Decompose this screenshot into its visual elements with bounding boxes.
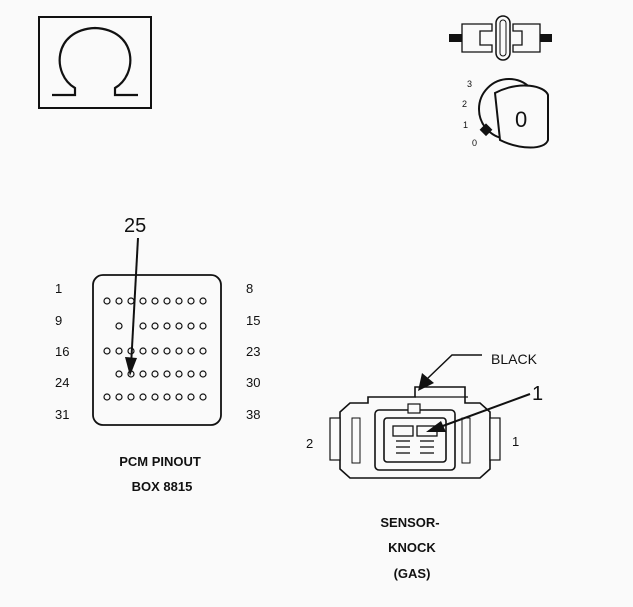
pcm-pin-hole (139, 297, 147, 305)
pcm-pin-hole (187, 297, 195, 305)
pcm-pin-hole (139, 370, 147, 378)
sensor-pin-label-right: 1 (512, 434, 519, 449)
pcm-pin-hole (103, 347, 111, 355)
pcm-row-label-right: 30 (246, 375, 260, 390)
pcm-caption-line1: PCM PINOUT (119, 454, 201, 469)
pcm-pin-hole (163, 393, 171, 401)
pcm-row-label-left: 24 (55, 375, 69, 390)
pcm-row-label-right: 23 (246, 344, 260, 359)
pcm-pin-hole (115, 322, 123, 330)
pcm-pin-hole (175, 370, 183, 378)
ignition-key-icon: 3 2 1 0 0 (462, 78, 549, 149)
pcm-row-label-right: 38 (246, 407, 260, 422)
sensor-callout-number: 1 (532, 383, 543, 405)
pcm-pin-hole (151, 322, 159, 330)
pcm-pin-hole (139, 393, 147, 401)
sensor-caption-line3: (GAS) (394, 566, 431, 581)
pcm-pin-hole (187, 347, 195, 355)
pcm-pin-hole (103, 393, 111, 401)
pcm-pin-hole (151, 297, 159, 305)
pcm-pin-hole (199, 322, 207, 330)
sensor-pin-label-left: 2 (306, 436, 313, 451)
wire-color-arrowhead (418, 373, 434, 391)
pcm-callout-arrow (130, 237, 139, 367)
key-position-3: 3 (467, 79, 472, 89)
pcm-pin-hole (151, 347, 159, 355)
key-position-0: 0 (472, 138, 477, 148)
pcm-pin-hole (199, 370, 207, 378)
pcm-pin-hole (199, 347, 207, 355)
key-label: 0 (515, 107, 527, 132)
pcm-pin-hole (175, 347, 183, 355)
pcm-row-label-left: 9 (55, 313, 62, 328)
pcm-pin-hole (151, 393, 159, 401)
pcm-pin-hole (127, 297, 135, 305)
pcm-pin-hole (199, 297, 207, 305)
jumper-fuse-icon (449, 15, 552, 61)
pcm-pin-hole (175, 322, 183, 330)
pcm-pin-hole (187, 370, 195, 378)
pcm-caption-line2: BOX 8815 (132, 479, 193, 494)
pcm-callout-arrowhead (125, 357, 137, 376)
wire-color-leader (427, 354, 482, 379)
pcm-row-label-left: 31 (55, 407, 69, 422)
pcm-pin-hole (127, 393, 135, 401)
pcm-pin-hole (187, 322, 195, 330)
pcm-pin-hole (163, 297, 171, 305)
pcm-pin-hole (187, 393, 195, 401)
pcm-pin-hole (175, 393, 183, 401)
pcm-row-label-left: 1 (55, 281, 62, 296)
pcm-pin-hole (199, 393, 207, 401)
pcm-row-label-left: 16 (55, 344, 69, 359)
pcm-connector (92, 274, 222, 426)
sensor-caption-line1: SENSOR- (380, 515, 439, 530)
key-position-2: 2 (462, 99, 467, 109)
pcm-row-label-right: 8 (246, 281, 253, 296)
pcm-pin-hole (103, 297, 111, 305)
wire-color-label: BLACK (491, 351, 538, 367)
sensor-callout-arrowhead (426, 421, 446, 432)
pcm-pin-hole (163, 370, 171, 378)
pcm-pin-hole (163, 347, 171, 355)
ohm-meter-icon (38, 16, 152, 109)
pcm-pin-hole (163, 322, 171, 330)
pcm-pin-hole (115, 347, 123, 355)
sensor-callout-arrow (439, 393, 531, 428)
pcm-pin-hole (139, 347, 147, 355)
pcm-pin-hole (115, 297, 123, 305)
pcm-row-label-right: 15 (246, 313, 260, 328)
pcm-pin-hole (175, 297, 183, 305)
sensor-caption-line2: KNOCK (388, 540, 436, 555)
pcm-callout-number: 25 (124, 215, 146, 237)
pcm-pin-hole (115, 370, 123, 378)
key-position-1: 1 (463, 120, 468, 130)
pcm-pin-grid (103, 297, 207, 401)
sensor-connector (329, 386, 501, 479)
pcm-pin-hole (139, 322, 147, 330)
pcm-pin-hole (115, 393, 123, 401)
pcm-pin-hole (151, 370, 159, 378)
